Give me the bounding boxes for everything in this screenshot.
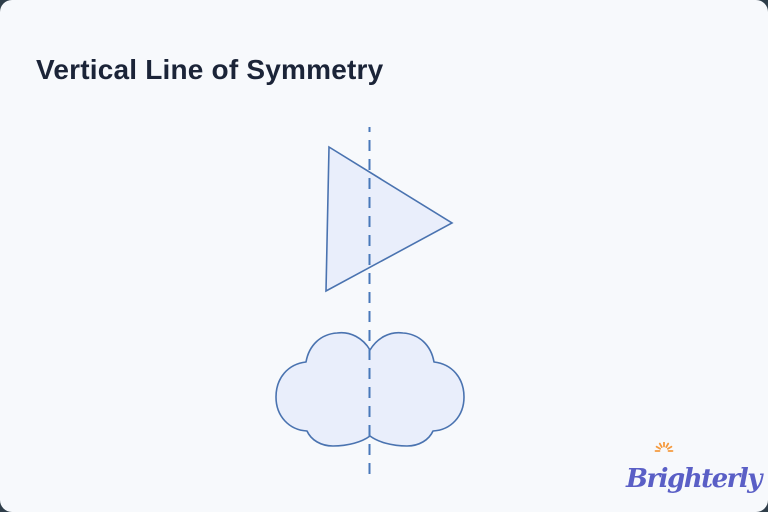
logo-text: Brighterly [626, 464, 762, 494]
brighterly-logo: Brighterly [626, 442, 762, 496]
triangle-shape [325, 145, 454, 293]
sun-icon [654, 442, 674, 452]
page-title: Vertical Line of Symmetry [36, 54, 384, 85]
